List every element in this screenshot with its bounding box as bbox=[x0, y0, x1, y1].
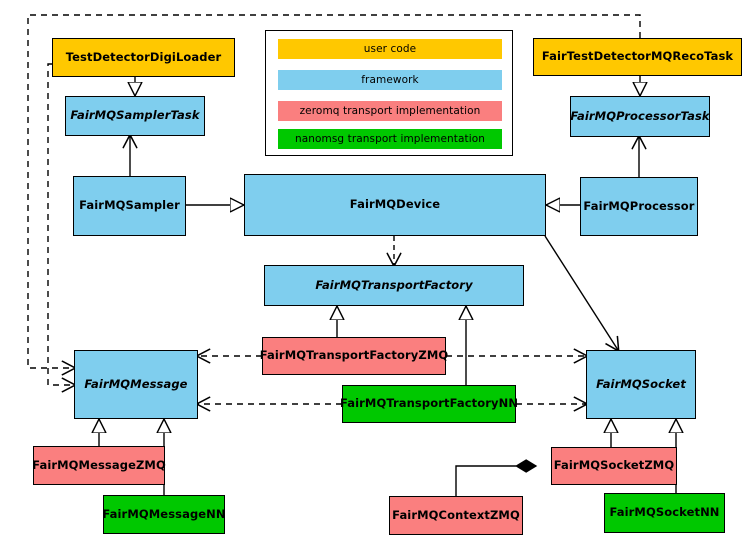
class-box-fairmqsocketnn[interactable]: FairMQSocketNN bbox=[604, 493, 725, 533]
edge-device-to-socket bbox=[544, 235, 618, 350]
legend-label-framework: framework bbox=[361, 74, 419, 86]
class-box-fairmqcontextzmq[interactable]: FairMQContextZMQ bbox=[389, 496, 523, 535]
legend-item-framework: framework bbox=[278, 70, 502, 90]
class-box-fairmqmessagezmq[interactable]: FairMQMessageZMQ bbox=[32, 446, 166, 485]
class-box-fairmqtransportfactoryzmq[interactable]: FairMQTransportFactoryZMQ bbox=[260, 337, 448, 375]
legend-label-zeromq: zeromq transport implementation bbox=[299, 105, 481, 117]
class-box-fairmqdevice[interactable]: FairMQDevice bbox=[244, 174, 546, 236]
legend-item-user-code: user code bbox=[278, 39, 502, 59]
class-box-fairmqsocket[interactable]: FairMQSocket bbox=[586, 350, 696, 419]
class-box-fairmqsampler[interactable]: FairMQSampler bbox=[73, 176, 186, 236]
class-box-fairmqprocessortask[interactable]: FairMQProcessorTask bbox=[570, 96, 710, 137]
class-box-fairmqmessagenn[interactable]: FairMQMessageNN bbox=[102, 495, 226, 534]
legend-item-zeromq: zeromq transport implementation bbox=[278, 101, 502, 121]
class-box-fairmqsocketzmq[interactable]: FairMQSocketZMQ bbox=[551, 447, 677, 485]
class-box-fairmqprocessor[interactable]: FairMQProcessor bbox=[580, 177, 698, 236]
legend-item-nanomsg: nanomsg transport implementation bbox=[278, 129, 502, 149]
class-box-fairmqtransportfactory[interactable]: FairMQTransportFactory bbox=[264, 265, 524, 306]
edge-contextzmq-to-socketzmq bbox=[455, 466, 536, 496]
class-box-fairmqmessage[interactable]: FairMQMessage bbox=[74, 350, 198, 419]
legend-label-nanomsg: nanomsg transport implementation bbox=[294, 133, 486, 145]
class-box-fairmqsamplertask[interactable]: FairMQSamplerTask bbox=[65, 96, 205, 136]
class-box-testdetectordigiloader[interactable]: TestDetectorDigiLoader bbox=[52, 38, 235, 77]
legend-label-user-code: user code bbox=[363, 43, 417, 55]
class-box-fairtestdetectormqrecotask[interactable]: FairTestDetectorMQRecoTask bbox=[533, 38, 742, 76]
legend: user code framework zeromq transport imp… bbox=[265, 30, 513, 156]
class-box-fairmqtransportfactorynn[interactable]: FairMQTransportFactoryNN bbox=[340, 385, 518, 423]
